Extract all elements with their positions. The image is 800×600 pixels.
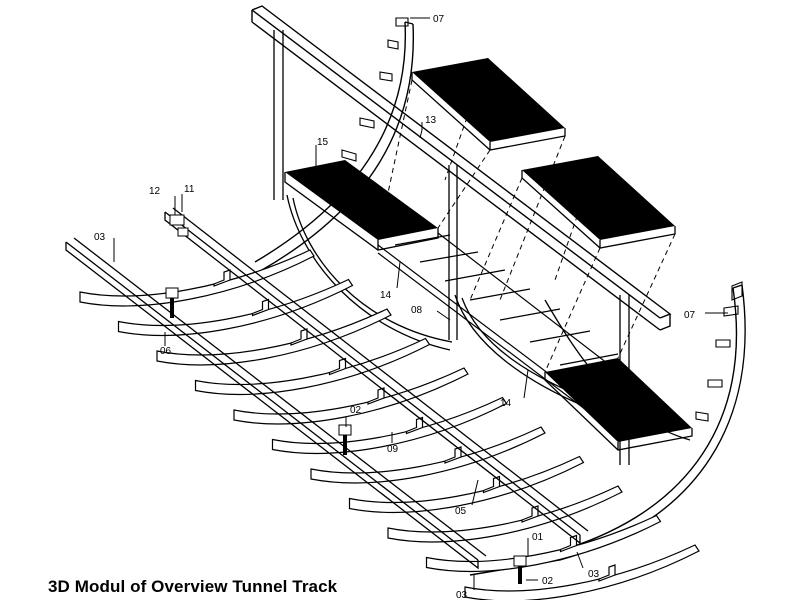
sleeper-clip-9 [521,505,539,523]
sleeper-10 [425,514,662,572]
callout-14-lower: 14 [500,398,512,409]
sleeper-clip-8 [482,475,501,494]
callout-03-right: 03 [588,569,600,580]
callout-02-mid: 02 [350,405,362,416]
sleeper-3 [156,308,392,366]
callout-labels: 07 13 15 12 11 03 14 08 07 06 14 02 09 0… [94,14,696,600]
sleeper-clip-4 [328,357,347,376]
sleeper-1 [79,249,315,307]
tunnel-ring-rear [254,21,415,271]
rail-fasteners [165,214,527,584]
callout-07-top: 07 [433,14,445,25]
walkway-frame [377,232,656,429]
callout-13: 13 [425,115,437,126]
callout-08: 08 [411,305,423,316]
callout-09: 09 [387,444,399,455]
callout-leaders [113,17,728,590]
callout-01: 01 [532,532,544,543]
sleeper-11 [464,544,700,600]
ring-brackets-rear [341,17,409,162]
sleeper-clip-10 [559,534,578,553]
sleeper-clip-2 [251,298,270,317]
sleeper-4 [194,337,431,395]
track-rails [65,207,589,570]
sleeper-clip-7 [444,446,462,464]
callout-02-bottom: 02 [542,576,554,587]
callout-05: 05 [455,506,467,517]
callout-03-left: 03 [94,232,106,243]
sleeper-2 [117,278,354,336]
callout-07-right: 07 [684,310,696,321]
callout-15: 15 [317,137,329,148]
sleeper-clip-11 [598,564,616,582]
callout-03-bottom: 03 [456,590,468,600]
sleeper-clip-3 [290,328,308,346]
assembly-guide-lines [377,57,676,373]
diagram-caption: 3D Modul of Overview Tunnel Track [48,577,338,596]
callout-11: 11 [184,184,195,195]
sleeper-clip-5 [367,387,385,405]
sleeper-clip-6 [405,416,424,435]
walkway-platforms [284,58,693,451]
callout-06: 06 [160,346,172,357]
callout-14-upper: 14 [380,290,392,301]
callout-12: 12 [149,186,161,197]
